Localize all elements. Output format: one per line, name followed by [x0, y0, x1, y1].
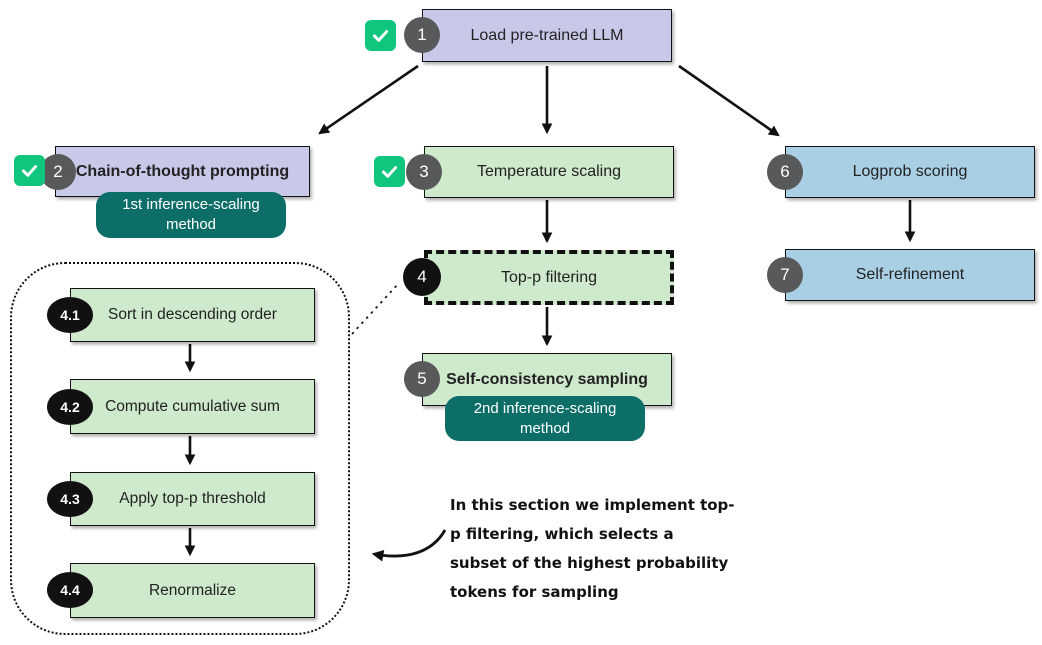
step-number: 4 [417, 267, 427, 286]
substep-badge-4-3: 4.3 [47, 481, 93, 517]
step-number: 4.2 [60, 399, 80, 415]
step-number: 2 [53, 162, 63, 181]
node-label: Apply top-p threshold [119, 490, 266, 507]
node-self-refinement: Self-refinement [785, 249, 1035, 301]
node-label: Top-p filtering [500, 268, 598, 286]
node-logprob-scoring: Logprob scoring [785, 146, 1035, 198]
method-badge-label: 1st inference-scaling method [122, 196, 260, 233]
node-renormalize: Renormalize [70, 563, 315, 618]
step-number: 3 [419, 162, 429, 181]
step-number: 5 [417, 369, 427, 388]
node-label: Load pre-trained LLM [470, 26, 624, 44]
node-label: Logprob scoring [852, 163, 968, 180]
node-label: Chain-of-thought prompting [75, 162, 290, 180]
node-label: Compute cumulative sum [105, 397, 280, 415]
step-number: 4.1 [60, 307, 80, 323]
node-label: Self-consistency sampling [446, 370, 648, 388]
checkmark-icon [14, 155, 45, 186]
step-number: 6 [780, 162, 790, 181]
arrow-llm-to-cot [318, 64, 419, 135]
arrow-llm-to-logprob [678, 64, 780, 137]
node-chain-of-thought-prompting: Chain-of-thought prompting [55, 146, 310, 197]
substep-badge-4-4: 4.4 [47, 572, 93, 608]
checkmark-icon [374, 156, 405, 187]
checkmark-icon [365, 20, 396, 51]
node-apply-topp-threshold: Apply top-p threshold [70, 472, 315, 526]
step-number: 4.3 [60, 491, 80, 507]
method-badge-first: 1st inference-scaling method [96, 192, 286, 238]
topp-substeps-container [10, 262, 350, 635]
step-number-badge-6: 6 [767, 154, 803, 190]
node-temperature-scaling: Temperature scaling [424, 146, 674, 198]
step-number-badge-4: 4 [403, 258, 441, 296]
annotation-note: In this section we implement top-p filte… [450, 496, 735, 601]
step-number: 4.4 [60, 582, 80, 598]
step-number-badge-7: 7 [767, 257, 803, 293]
node-label: Self-refinement [855, 266, 965, 283]
method-badge-second: 2nd inference-scaling method [445, 396, 645, 441]
dotted-link-container-to-step4 [351, 282, 400, 335]
step-number-badge-2: 2 [40, 154, 76, 190]
node-label: Renormalize [148, 581, 236, 599]
node-compute-cumulative-sum: Compute cumulative sum [70, 379, 315, 434]
step-number: 7 [780, 265, 790, 284]
node-label: Temperature scaling [476, 163, 622, 180]
annotation-curved-arrow [371, 529, 447, 562]
step-number-badge-1: 1 [404, 17, 440, 53]
node-label: Sort in descending order [108, 306, 277, 323]
node-sort-descending: Sort in descending order [70, 288, 315, 342]
method-badge-label: 2nd inference-scaling method [473, 399, 617, 437]
step-number-badge-5: 5 [404, 361, 440, 397]
substep-badge-4-1: 4.1 [47, 297, 93, 333]
node-load-pretrained-llm: Load pre-trained LLM [422, 9, 672, 62]
step-number: 1 [417, 25, 427, 44]
node-top-p-filtering: Top-p filtering [424, 250, 674, 305]
step-number-badge-3: 3 [406, 154, 442, 190]
substep-badge-4-2: 4.2 [47, 389, 93, 425]
